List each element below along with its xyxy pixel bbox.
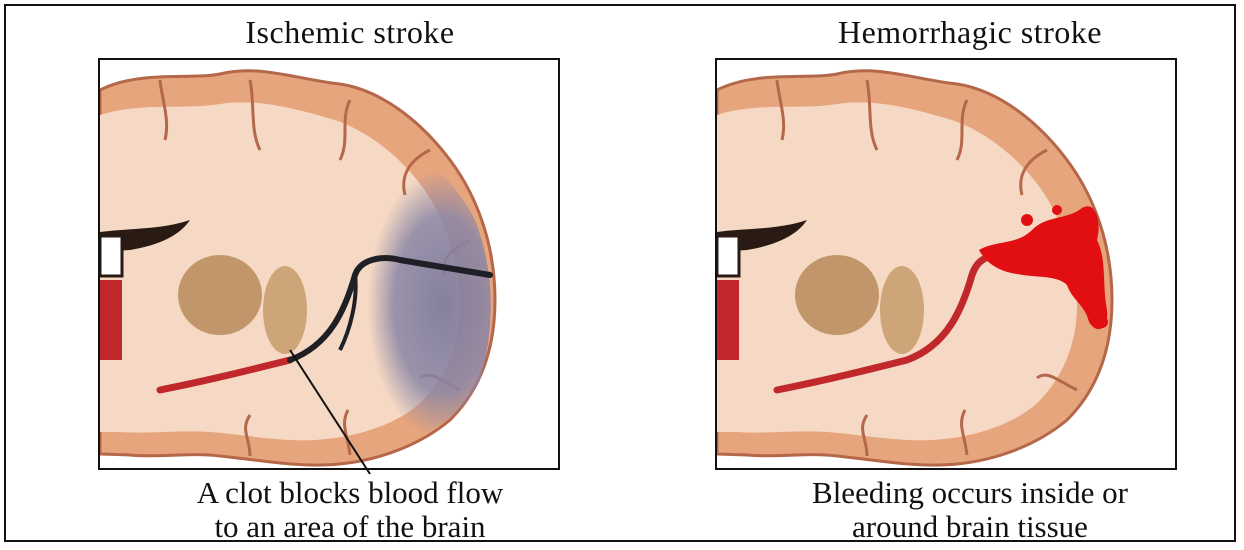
ischemic-caption: A clot blocks blood flow to an area of t… (70, 476, 630, 544)
hemorrhagic-caption-line-2: around brain tissue (690, 510, 1244, 544)
basal-nucleus-1 (178, 255, 262, 335)
ischemic-panel: Ischemic stroke (70, 0, 630, 550)
hemorrhagic-caption: Bleeding occurs inside or around brain t… (690, 476, 1244, 544)
ischemic-brain-illustration (98, 58, 560, 470)
hemorrhagic-brain-illustration (715, 58, 1177, 470)
ischemic-caption-line-1: A clot blocks blood flow (70, 476, 630, 510)
midline (717, 236, 739, 276)
hemorrhagic-brain-svg (717, 60, 1177, 470)
hemorrhagic-title: Hemorrhagic stroke (690, 14, 1244, 51)
artery-trunk (100, 280, 122, 360)
midline (100, 236, 122, 276)
hemorrhagic-panel: Hemorrhagic stroke (690, 0, 1244, 550)
ischemic-brain-svg (100, 60, 560, 470)
basal-nucleus-2 (263, 266, 307, 354)
basal-nucleus-2 (880, 266, 924, 354)
hemorrhagic-caption-line-1: Bleeding occurs inside or (690, 476, 1244, 510)
ischemic-title: Ischemic stroke (70, 14, 630, 51)
artery-trunk (717, 280, 739, 360)
basal-nucleus-1 (795, 255, 879, 335)
ischemic-caption-line-2: to an area of the brain (70, 510, 630, 544)
